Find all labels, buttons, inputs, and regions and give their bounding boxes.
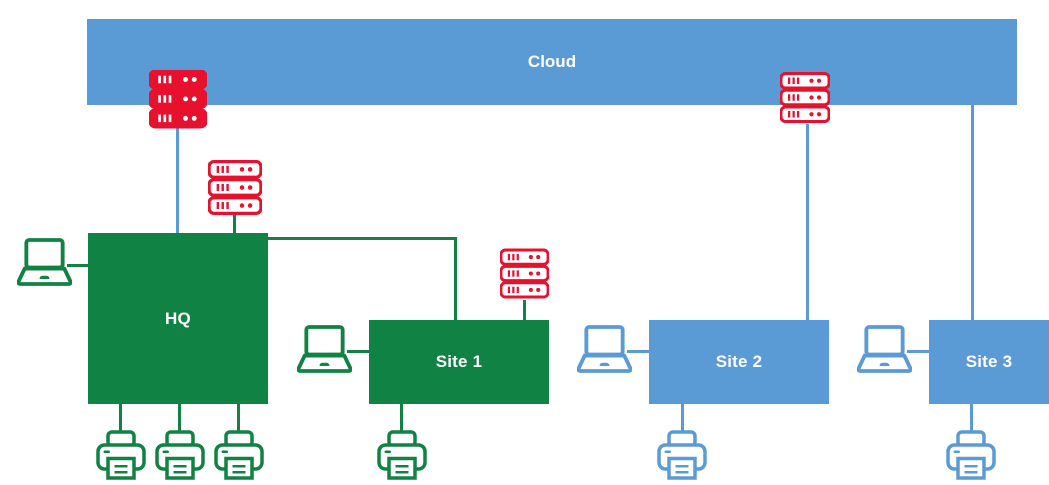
node-site2[interactable]: Site 2 — [649, 320, 829, 404]
laptop-icon[interactable] — [577, 321, 632, 377]
node-label-site2: Site 2 — [715, 352, 763, 371]
node-label-cloud: Cloud — [527, 52, 577, 71]
link-hq-site1-v — [454, 237, 457, 322]
link-laptop-site2 — [627, 350, 652, 353]
link-cloud-site3 — [971, 103, 974, 323]
link-hq-printer2 — [178, 402, 181, 432]
link-laptop-site1 — [347, 350, 372, 353]
printer-icon[interactable] — [155, 428, 205, 482]
node-hq[interactable]: HQ — [88, 233, 268, 404]
link-hq-site1-h — [266, 237, 457, 240]
printer-icon[interactable] — [946, 428, 996, 482]
link-site1-printer — [400, 402, 403, 432]
link-site3-printer — [970, 402, 973, 432]
printer-icon[interactable] — [657, 428, 707, 482]
printer-icon[interactable] — [96, 428, 146, 482]
node-site3[interactable]: Site 3 — [929, 320, 1049, 404]
server-stack-icon[interactable] — [149, 70, 207, 129]
link-site2-printer — [681, 402, 684, 432]
link-cloudserver-hq — [176, 105, 179, 233]
laptop-icon[interactable] — [17, 234, 72, 290]
link-laptop-site3 — [907, 350, 932, 353]
printer-icon[interactable] — [377, 428, 427, 482]
laptop-icon[interactable] — [857, 321, 912, 377]
node-label-site1: Site 1 — [435, 352, 483, 371]
link-cloudserver-site2 — [806, 124, 809, 322]
link-site1server-site1 — [523, 300, 526, 322]
link-hqserver-hq — [233, 213, 236, 235]
node-label-hq: HQ — [165, 308, 191, 328]
server-stack-icon[interactable] — [500, 246, 549, 302]
link-laptop-hq — [67, 264, 91, 267]
server-stack-icon[interactable] — [780, 70, 830, 126]
server-stack-icon[interactable] — [208, 160, 262, 216]
node-label-site3: Site 3 — [965, 352, 1013, 371]
printer-icon[interactable] — [214, 428, 264, 482]
link-hq-printer1 — [119, 402, 122, 432]
node-cloud[interactable]: Cloud — [87, 19, 1017, 105]
laptop-icon[interactable] — [297, 321, 352, 377]
link-hq-printer3 — [237, 402, 240, 432]
node-site1[interactable]: Site 1 — [369, 320, 549, 404]
